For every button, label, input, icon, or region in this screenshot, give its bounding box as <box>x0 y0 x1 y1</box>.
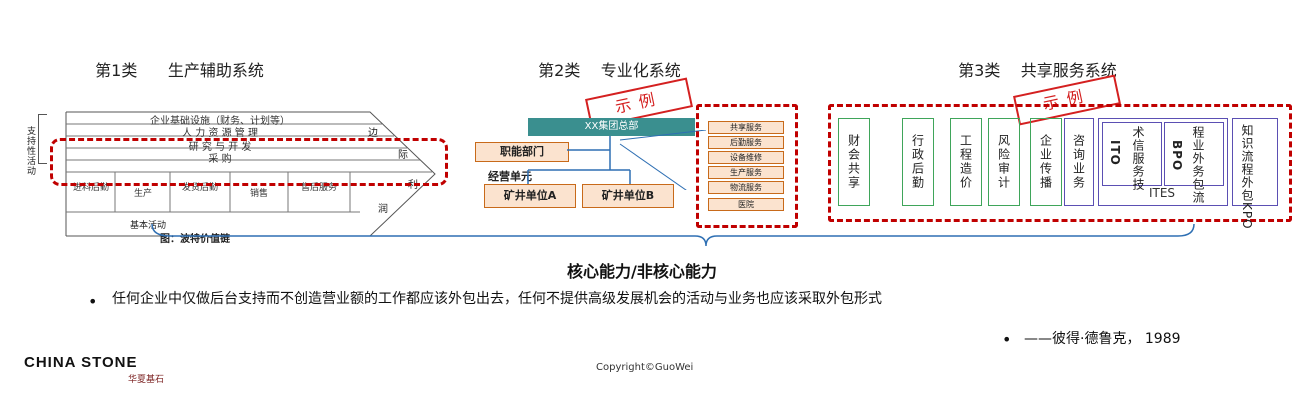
category-3-title: 第3类 共享服务系统 <box>948 38 1117 81</box>
col-audit: 风险审计 <box>988 118 1020 206</box>
panel3-highlight <box>828 104 1292 222</box>
category-2-label: 第2类 <box>538 61 581 80</box>
ito-box <box>1102 122 1162 186</box>
bpo-top-text: 程业外务包流 <box>1191 126 1205 204</box>
row-procurement: 采 购 <box>208 154 232 165</box>
row-infrastructure: 企业基础设施（财务、计划等） <box>150 116 290 127</box>
primary-inbound: 进料后勤 <box>72 183 109 193</box>
margin-char-1: 边 <box>368 128 378 139</box>
primary-outbound: 发货后勤 <box>181 183 218 193</box>
unit-a: 矿井单位A <box>484 184 576 208</box>
bullet-dot-2: • <box>1002 330 1012 349</box>
ites-label: ITES <box>1148 186 1176 200</box>
row-rd: 研 究 与 开 发 <box>188 142 252 153</box>
margin-char-2: 际 <box>398 150 408 161</box>
unit-b: 矿井单位B <box>582 184 674 208</box>
category-3-name: 共享服务系统 <box>1020 61 1117 80</box>
functional-dept: 职能部门 <box>475 142 569 162</box>
category-1-name: 生产辅助系统 <box>167 61 264 80</box>
business-unit-label: 经营单元 <box>488 170 532 183</box>
service-hospital: 医院 <box>708 198 784 211</box>
company-logo: CHINA STONE <box>24 354 138 371</box>
value-chain-caption: 图：波特价值链 <box>160 234 230 245</box>
group-hq: XX集团总部 <box>528 118 695 136</box>
category-2-name: 专业化系统 <box>600 61 681 80</box>
org-connectors <box>527 130 707 190</box>
margin-char-4: 润 <box>378 204 388 215</box>
core-capability-label: 核心能力/非核心能力 <box>567 262 717 281</box>
core-capability-brace <box>151 223 1195 247</box>
value-chain-outline <box>65 111 436 237</box>
primary-service: 售后服务 <box>300 183 337 193</box>
service-production: 生产服务 <box>708 166 784 179</box>
quote-text: 任何企业中仅做后台支持而不创造营业额的工作都应该外包出去，任何不提供高级发展机会… <box>112 291 882 307</box>
category-2-title: 第2类 专业化系统 <box>528 38 681 81</box>
panel1-highlight <box>50 138 448 186</box>
ito-top-text: 术信服务技 <box>1131 126 1145 191</box>
col-admin: 行政后勤 <box>902 118 934 206</box>
primary-production: 生产 <box>133 189 152 199</box>
support-bracket <box>38 114 47 164</box>
col-finance: 财会共享 <box>838 118 870 206</box>
primary-sales: 销售 <box>249 189 268 199</box>
kpo-box <box>1232 118 1278 206</box>
bullet-dot-1: • <box>88 292 98 311</box>
value-chain-diagram: 支持性活动 企业基础设施（财务、计划等） 人 力 资 源 管 理 研 究 与 开… <box>20 100 440 245</box>
service-logistics: 后勤服务 <box>708 136 784 149</box>
category-1-title: 第1类 生产辅助系统 <box>85 38 264 81</box>
service-shared: 共享服务 <box>708 121 784 134</box>
primary-activities-label: 基本活动 <box>130 221 167 231</box>
company-logo-sub: 华夏基石 <box>128 375 165 385</box>
category-3-label: 第3类 <box>958 61 1001 80</box>
ito-label: ITO <box>1108 140 1122 166</box>
category-1-label: 第1类 <box>95 61 138 80</box>
service-maintenance: 设备维修 <box>708 151 784 164</box>
col-engineering: 工程造价 <box>950 118 982 206</box>
ites-group <box>1098 118 1228 206</box>
col-communication: 企业传播 <box>1030 118 1062 206</box>
copyright: Copyright©GuoWei <box>596 362 694 373</box>
col-consulting: 咨询业务 <box>1064 118 1094 206</box>
support-activities-label: 支持性活动 <box>25 126 35 176</box>
kpo-label: 知识流程外包KPO <box>1240 124 1254 230</box>
panel2-services-highlight <box>696 104 798 228</box>
bpo-label: BPO <box>1170 140 1184 172</box>
row-hr: 人 力 资 源 管 理 <box>182 128 258 139</box>
bpo-box <box>1164 122 1224 186</box>
quote-author: ——彼得·德鲁克， 1989 <box>1024 331 1181 347</box>
service-transport: 物流服务 <box>708 181 784 194</box>
